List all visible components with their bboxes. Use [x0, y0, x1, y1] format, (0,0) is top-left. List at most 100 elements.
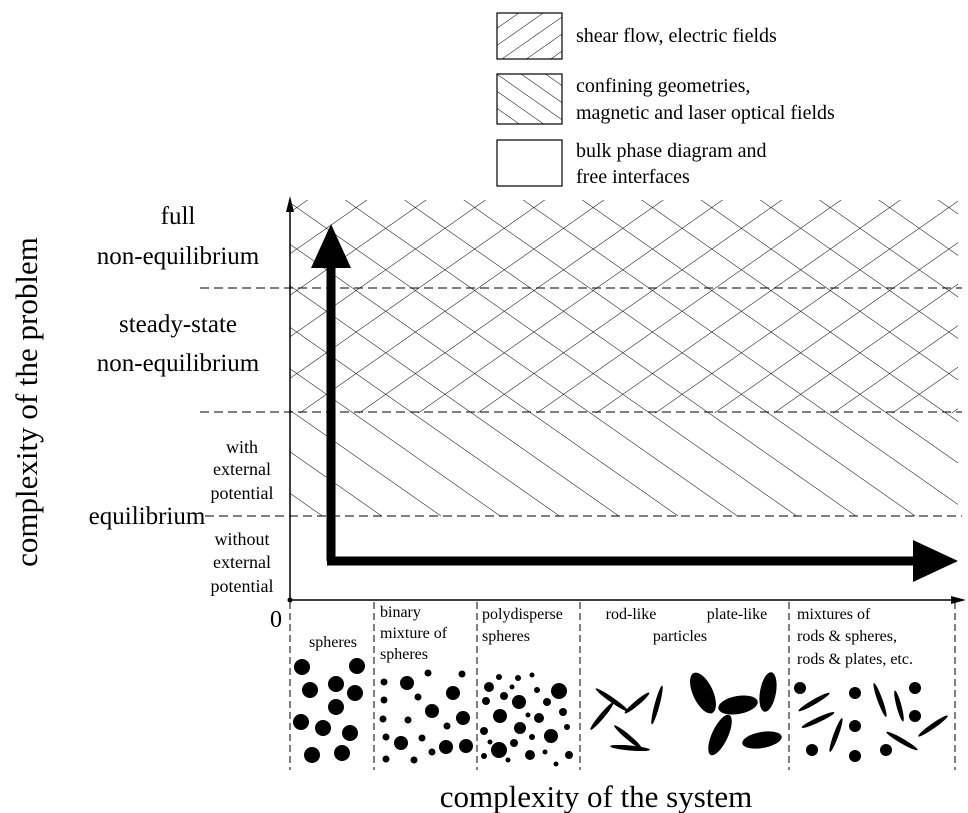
polydisperse-particle [484, 682, 494, 692]
legend-item-shear-flow: shear flow, electric fields [496, 12, 777, 60]
particles-rod-like [590, 685, 663, 752]
polydisperse-particle [510, 739, 518, 747]
level-with-potential-line3: potential [211, 483, 274, 503]
plate-particle [690, 672, 716, 714]
sphere-particle [302, 682, 318, 698]
plate-particle [718, 695, 758, 715]
level-with-potential-line1: with [226, 437, 258, 457]
polydisperse-particle [509, 684, 515, 690]
binary-large-particle [459, 739, 473, 753]
system-rod-like-label: rod-like [606, 606, 657, 623]
system-particles-label: particles [653, 628, 707, 645]
legend: shear flow, electric fields confining ge… [496, 12, 835, 188]
y-axis-arrowhead [286, 196, 294, 212]
polydisperse-particle [487, 739, 493, 745]
origin-dot [287, 597, 293, 603]
mixture-sphere [880, 744, 892, 756]
sphere-particle [328, 676, 344, 692]
system-mixtures-line3: rods & plates, etc. [797, 651, 913, 668]
level-without-potential-line1: without [214, 529, 269, 549]
sphere-particle [304, 747, 320, 763]
polydisperse-particle [565, 751, 573, 759]
polydisperse-particle [553, 761, 559, 767]
binary-small-particle [443, 722, 451, 730]
mixture-sphere [849, 720, 861, 732]
system-labels: spheres binary mixture of spheres polydi… [309, 604, 913, 668]
rod-particle [614, 725, 642, 749]
plate-particle [759, 672, 777, 712]
system-polydisperse-line1: polydisperse [482, 606, 563, 623]
polydisperse-particle [481, 753, 487, 759]
particles-polydisperse [480, 672, 573, 767]
binary-large-particle [400, 676, 414, 690]
polydisperse-particle [551, 683, 567, 699]
binary-small-particle [424, 669, 432, 677]
mixture-rod [801, 712, 835, 728]
system-spheres-label: spheres [309, 634, 357, 651]
binary-small-particle [380, 696, 388, 704]
binary-large-particle [425, 704, 439, 718]
legend-swatch-plain [496, 139, 563, 187]
polydisperse-particle [529, 734, 535, 740]
rod-particle [610, 744, 650, 752]
binary-large-particle [439, 740, 453, 754]
binary-large-particle [456, 711, 470, 725]
legend-label-confining-line1: confining geometries, [576, 75, 750, 97]
y-axis-label: complexity of the problem [9, 237, 44, 567]
level-full-line1: full [161, 203, 196, 230]
polydisperse-particle [480, 727, 488, 735]
axes [286, 196, 966, 604]
polydisperse-particle [544, 729, 558, 743]
rod-particle [624, 692, 650, 714]
legend-label-shear-flow: shear flow, electric fields [576, 25, 777, 47]
polydisperse-particle [505, 757, 511, 763]
sphere-particle [315, 720, 331, 736]
level-with-potential-line2: external [213, 459, 271, 479]
sphere-particle [294, 659, 310, 675]
binary-small-particle [380, 678, 388, 686]
mixture-sphere [849, 687, 861, 699]
system-binary-line3: spheres [380, 646, 428, 663]
system-binary-line1: binary [380, 604, 421, 621]
binary-small-particle [382, 733, 390, 741]
binary-small-particle [428, 748, 436, 756]
level-without-potential-line2: external [213, 552, 271, 572]
complexity-arrows [311, 224, 958, 582]
mixture-sphere [909, 682, 921, 694]
polydisperse-particle [514, 722, 526, 734]
particles-spheres [293, 658, 365, 763]
polydisperse-particle [500, 692, 508, 700]
legend-item-bulk: bulk phase diagram and free interfaces [496, 139, 767, 188]
horizontal-thick-arrowhead [913, 540, 958, 582]
polydisperse-particle [482, 697, 490, 705]
polydisperse-particle [564, 724, 570, 730]
polydisperse-particle [525, 750, 535, 760]
system-plate-like-label: plate-like [707, 606, 767, 623]
mixture-rod [918, 715, 948, 737]
binary-small-particle [418, 734, 426, 742]
polydisperse-particle [496, 674, 502, 680]
rod-particle [651, 685, 663, 725]
sphere-particle [342, 725, 358, 741]
system-polydisperse-line2: spheres [482, 628, 530, 645]
plate-particle [742, 731, 782, 749]
sphere-particle [328, 699, 344, 715]
x-axis-label: complexity of the system [440, 779, 753, 813]
polydisperse-particle [542, 749, 548, 755]
legend-label-bulk-line2: free interfaces [576, 166, 690, 188]
sphere-particle [293, 714, 309, 730]
legend-swatch-back-hatch [496, 12, 563, 60]
binary-small-particle [410, 756, 418, 764]
level-steady-line2: non-equilibrium [97, 350, 260, 377]
vertical-thick-arrowhead [311, 224, 351, 268]
system-separators [289, 602, 956, 770]
particles-binary [379, 669, 473, 764]
particles-mixtures [794, 682, 948, 762]
level-equilibrium: equilibrium [89, 503, 206, 530]
sphere-particle [349, 658, 365, 674]
mixture-sphere [806, 744, 818, 756]
polydisperse-particle [525, 712, 531, 718]
polydisperse-particle [529, 672, 535, 678]
mixture-sphere [849, 750, 861, 762]
